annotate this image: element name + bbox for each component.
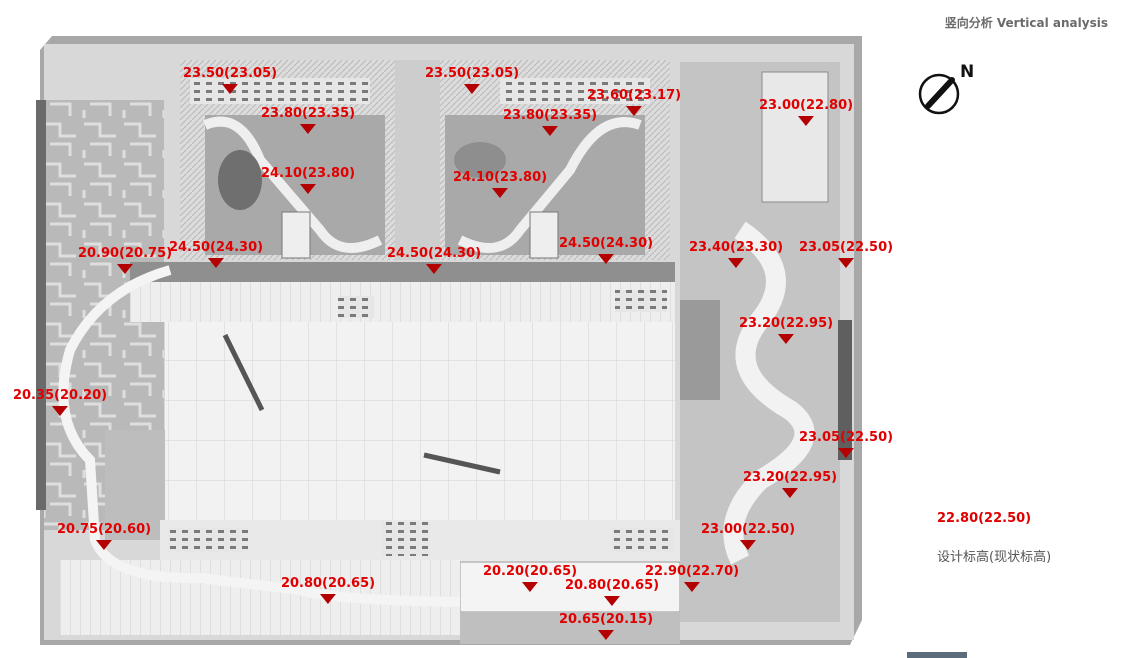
roof-seat-block-1: [338, 296, 374, 318]
page-title: 竖向分析 Vertical analysis: [944, 16, 1108, 30]
south-edge-band: [460, 612, 680, 644]
main-hall-west-wing: [105, 430, 165, 540]
main-hall-roof: [165, 300, 675, 520]
site-plan-drawing: [36, 36, 862, 645]
east-pond: [454, 142, 506, 178]
south-seat-block-3: [612, 528, 674, 552]
north-label: N: [960, 62, 975, 82]
roof-diagonal-1: [222, 333, 265, 412]
west-edge-wall: [36, 100, 46, 510]
south-entrance: [459, 561, 681, 613]
north-roof-strip-2: [500, 78, 650, 104]
west-pond: [218, 150, 262, 210]
site-plan: 23.50(23.05)23.50(23.05)23.80(23.35)23.8…: [13, 36, 893, 645]
legend-value: 22.80(22.50): [937, 511, 1032, 526]
east-pavilion: [529, 211, 559, 259]
west-pavilion: [281, 211, 311, 259]
corner-bar: [907, 652, 967, 658]
east-path: [457, 117, 642, 253]
east-court-field: [761, 71, 829, 203]
east-edge-wall: [838, 320, 852, 460]
main-hall-roof-top: [130, 282, 675, 322]
legend-description: 设计标高(现状标高): [937, 550, 1052, 565]
roof-diagonal-2: [423, 452, 501, 475]
east-wing-block: [680, 300, 720, 400]
east-winding-path: [723, 221, 815, 565]
north-edge-band: [130, 262, 675, 282]
north-arrow-icon: [918, 73, 960, 115]
roof-seat-block-2: [615, 290, 667, 312]
south-seat-block-1: [168, 528, 248, 552]
west-path: [203, 116, 383, 253]
south-seat-block-2: [382, 522, 430, 556]
north-central-corridor: [395, 60, 440, 260]
north-roof-strip-1: [190, 78, 370, 104]
